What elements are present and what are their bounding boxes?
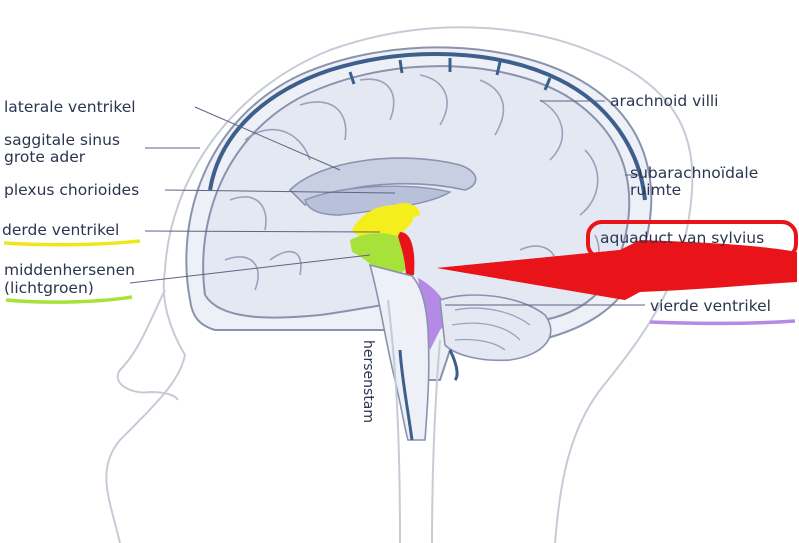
midbrain [350,233,410,276]
underline-middenhersenen [5,295,133,304]
label-vierde-ventrikel: vierde ventrikel [650,297,771,315]
label-subarachnoidale: subarachnoïdale [630,164,759,182]
leader-plexus [164,189,396,194]
aqueduct [398,232,415,276]
underline-vierde-ventrikel [649,319,796,326]
sagittal-sinus [208,51,647,201]
leader-derde-ventrikel [144,230,381,233]
fourth-ventricle [418,278,450,350]
label-arachnoid-villi: arachnoid villi [610,92,719,110]
label-ruimte: ruimte [630,181,682,199]
label-hersenstam: hersenstam [360,340,376,424]
third-ventricle [352,205,414,240]
cerebellum [439,294,552,362]
lateral-ventricle [304,185,452,216]
label-laterale-ventrikel: laterale ventrikel [4,98,136,116]
label-aquaduct-van-sylvius: aquaduct van sylvius [600,229,765,247]
label-plexus-chorioides: plexus chorioides [4,181,140,199]
label-middenhersenen: middenhersenen [4,261,135,279]
leader-laterale-ventrikel [194,106,341,171]
corpus-callosum [288,157,477,206]
underline-derde-ventrikel [3,239,141,247]
head-profile [105,26,694,543]
leader-middenhersenen [129,254,371,284]
label-saggitale-sinus: saggitale sinus [4,131,121,149]
label-lichtgroen: (lichtgroen) [4,279,94,297]
label-grote-ader: grote ader [4,148,86,166]
label-derde-ventrikel: derde ventrikel [2,221,120,239]
